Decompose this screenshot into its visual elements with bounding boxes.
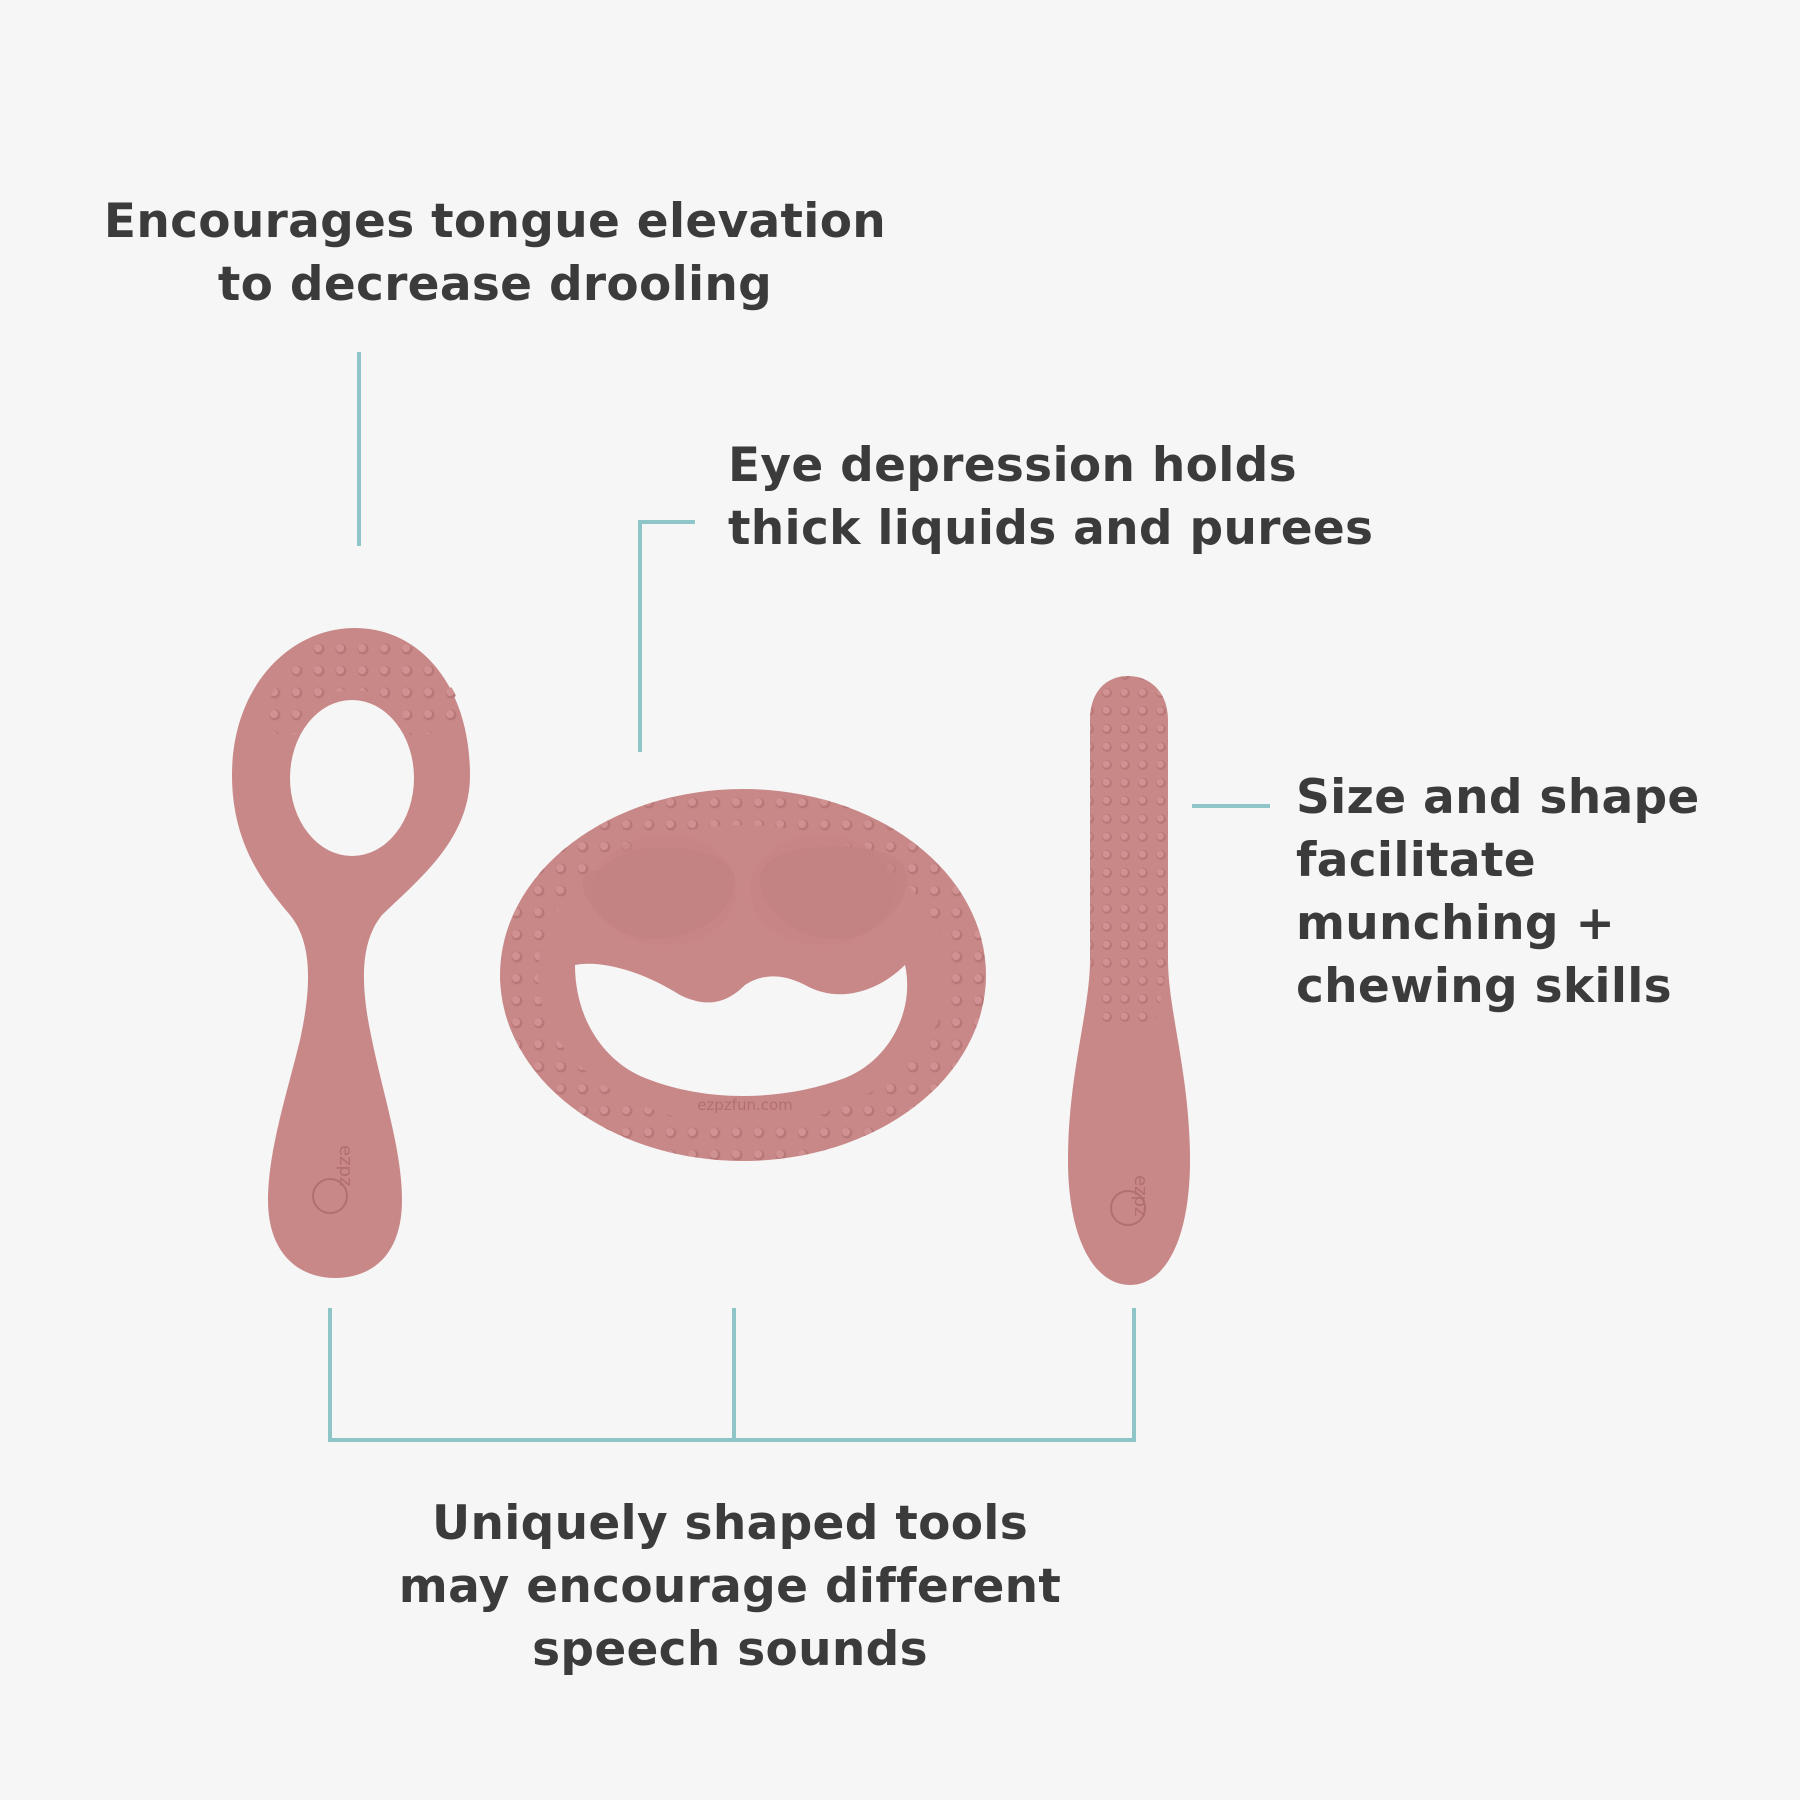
stick-tool: ezpz [1068,676,1190,1285]
connector-lines [328,352,1270,1442]
callout-size-line3: munching + [1296,896,1616,951]
callout-unique-line1: Uniquely shaped tools [432,1496,1028,1551]
stick-tool-bumps [1090,676,1168,1030]
oval-tool: ezpzfun.com [500,789,986,1161]
callout-tongue-elevation: Encourages tongue elevation to decrease … [80,190,910,316]
loop-tool: ezpz [232,628,470,1278]
loop-tool-logo: ezpz [335,1145,356,1186]
oval-tool-text: ezpzfun.com [697,1096,793,1114]
callout-tongue-line1: Encourages tongue elevation [103,194,887,249]
callout-unique-line2: may encourage different [398,1559,1062,1614]
callout-unique-line3: speech sounds [532,1622,928,1677]
callout-size-shape: Size and shape facilitate munching + che… [1296,766,1700,1018]
callout-eye-line1: Eye depression holds [728,438,1297,493]
callout-size-line4: chewing skills [1296,959,1672,1014]
callout-tongue-line2: to decrease drooling [217,257,773,312]
smile-opening [575,963,908,1096]
callout-size-line1: Size and shape [1296,770,1700,825]
callout-eye-depression: Eye depression holds thick liquids and p… [728,434,1373,560]
callout-size-line2: facilitate [1296,833,1536,888]
callout-eye-line2: thick liquids and purees [728,501,1374,556]
callout-unique-tools: Uniquely shaped tools may encourage diff… [330,1492,1130,1681]
connector-line-eye [638,520,695,752]
